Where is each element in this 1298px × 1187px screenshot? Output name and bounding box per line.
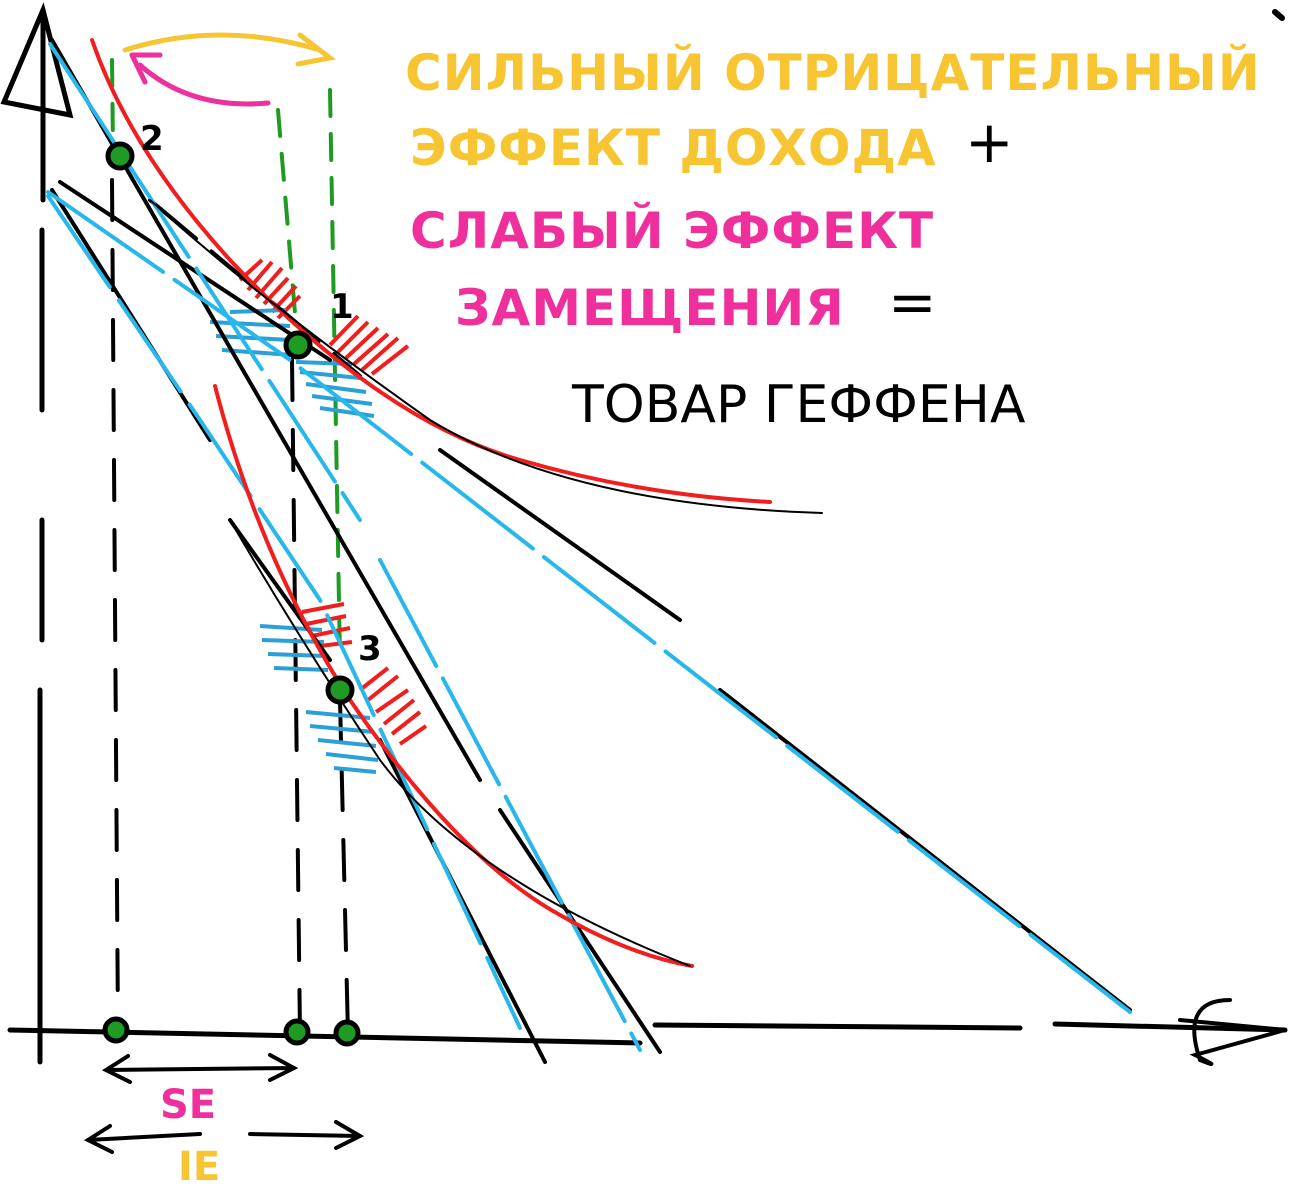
budget-lines-black <box>50 38 1132 1064</box>
plus-sign: + <box>965 108 1014 176</box>
se-arrow <box>101 1053 299 1084</box>
substitution-effect-line2: ЗАМЕЩЕНИЯ <box>455 279 845 337</box>
point-label-2: 2 <box>140 119 164 159</box>
y-axis <box>0 2 74 1065</box>
hatch-red-bottom <box>301 602 428 746</box>
conclusion-text: ТОВАР ГЕФФЕНА <box>571 375 1026 435</box>
hatch-red-top <box>238 258 410 376</box>
ie-label: IE <box>178 1144 220 1187</box>
swap-arrow-magenta <box>129 52 271 107</box>
budget-lines-cyan <box>46 42 1132 1052</box>
equals-sign: = <box>888 268 937 336</box>
drop-lines <box>110 178 350 1037</box>
point-label-1: 1 <box>330 287 354 327</box>
corner-mark <box>1272 9 1285 21</box>
income-effect-line2: ЭФФЕКТ ДОХОДА <box>410 119 937 177</box>
ie-arrow <box>83 1120 365 1154</box>
point-label-3: 3 <box>358 629 382 669</box>
bundle-point-2 <box>105 141 135 171</box>
bundle-point-3 <box>325 675 355 705</box>
axis-points <box>102 1016 361 1047</box>
swap-arrow-yellow <box>122 32 336 67</box>
substitution-effect-line1: СЛАБЫЙ ЭФФЕКТ <box>410 201 934 260</box>
indifference-curves <box>90 38 823 968</box>
hatch-blue-bottom <box>259 624 379 774</box>
income-effect-line1: СИЛЬНЫЙ ОТРИЦАТЕЛЬНЫЙ <box>405 43 1261 102</box>
bundle-point-1 <box>283 330 313 360</box>
se-label: SE <box>160 1082 216 1128</box>
